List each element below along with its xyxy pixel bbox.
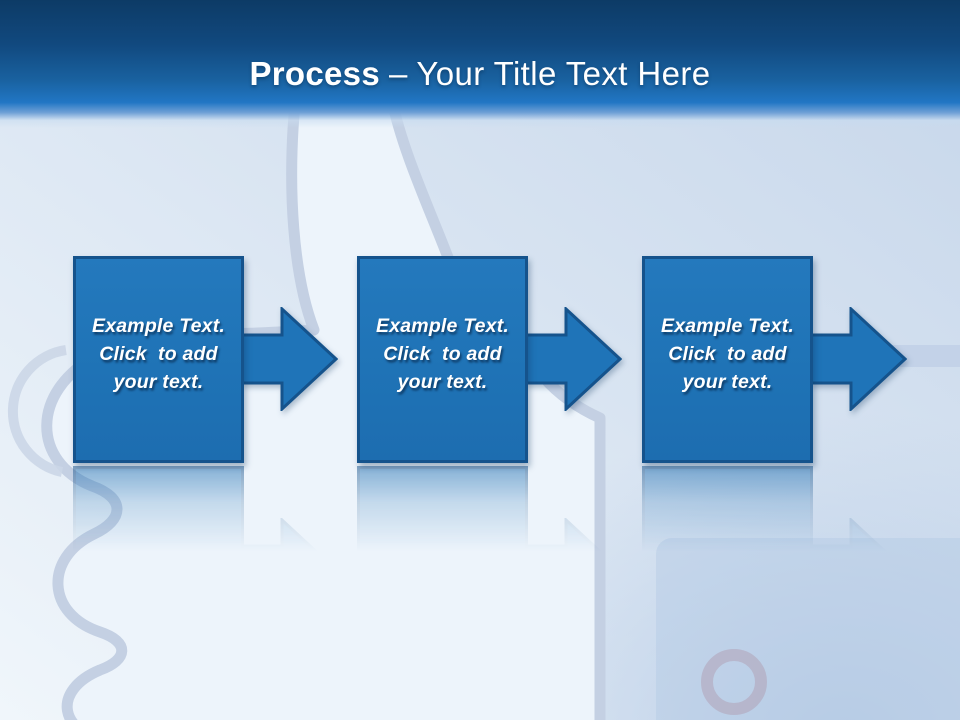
accent-ring	[701, 649, 767, 715]
step-3-label: Example Text. Click to add your text.	[660, 314, 795, 393]
process-step-1: Example Text. Click to add your text.	[73, 256, 341, 463]
step-2-label: Example Text. Click to add your text.	[375, 314, 510, 393]
step-2-text-box[interactable]: Example Text. Click to add your text.	[357, 256, 528, 463]
finger-curl-line	[7, 345, 67, 477]
right-arrow-icon	[810, 307, 907, 411]
step-1-label: Example Text. Click to add your text.	[91, 314, 226, 393]
step-3-text-box[interactable]: Example Text. Click to add your text.	[642, 256, 813, 463]
right-arrow-icon	[241, 307, 338, 411]
step-3-reflection	[642, 466, 910, 556]
title-secondary: Your Title Text Here	[416, 55, 711, 92]
title-divider: –	[389, 55, 408, 92]
step-1-reflection	[73, 466, 341, 556]
step-2-reflection	[357, 466, 625, 556]
process-step-3: Example Text. Click to add your text.	[642, 256, 910, 463]
header-band	[0, 0, 960, 128]
process-step-2: Example Text. Click to add your text.	[357, 256, 625, 463]
page-title[interactable]: Process–Your Title Text Here	[0, 57, 960, 90]
right-arrow-icon	[525, 307, 622, 411]
step-1-text-box[interactable]: Example Text. Click to add your text.	[73, 256, 244, 463]
title-primary: Process	[249, 55, 380, 92]
cuff-panel	[656, 538, 960, 720]
